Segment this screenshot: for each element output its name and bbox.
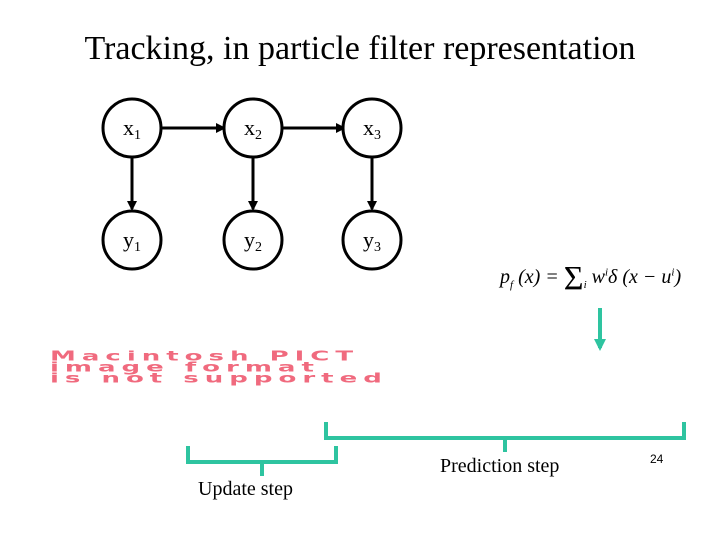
node-y1 [101, 209, 163, 271]
prediction-step-caption: Prediction step [440, 455, 560, 477]
slide-title: Tracking, in particle filter representat… [84, 30, 636, 67]
node-x2 [222, 97, 284, 159]
node-label-x2: x2 [244, 115, 262, 143]
node-label-x3: x3 [363, 115, 381, 143]
node-label-x1: x1 [123, 115, 141, 143]
node-y3 [341, 209, 403, 271]
node-label-y3: y3 [363, 227, 381, 255]
node-x3 [341, 97, 403, 159]
update-step-caption: Update step [198, 478, 293, 500]
node-label-y2: y2 [244, 227, 262, 255]
node-label-y1: y1 [123, 227, 141, 255]
node-x1 [101, 97, 163, 159]
prediction-bracket [324, 422, 686, 452]
node-y2 [222, 209, 284, 271]
pict-placeholder-line3: is not supported [50, 371, 388, 386]
update-bracket [186, 446, 338, 476]
pict-placeholder-line2: image format [50, 360, 320, 375]
slide-number: 24 [650, 452, 664, 466]
particle-filter-formula: pf (x) = Σi wiδ (x − ui) [500, 260, 682, 297]
pict-placeholder-line1: Macintosh PICT [50, 349, 360, 364]
